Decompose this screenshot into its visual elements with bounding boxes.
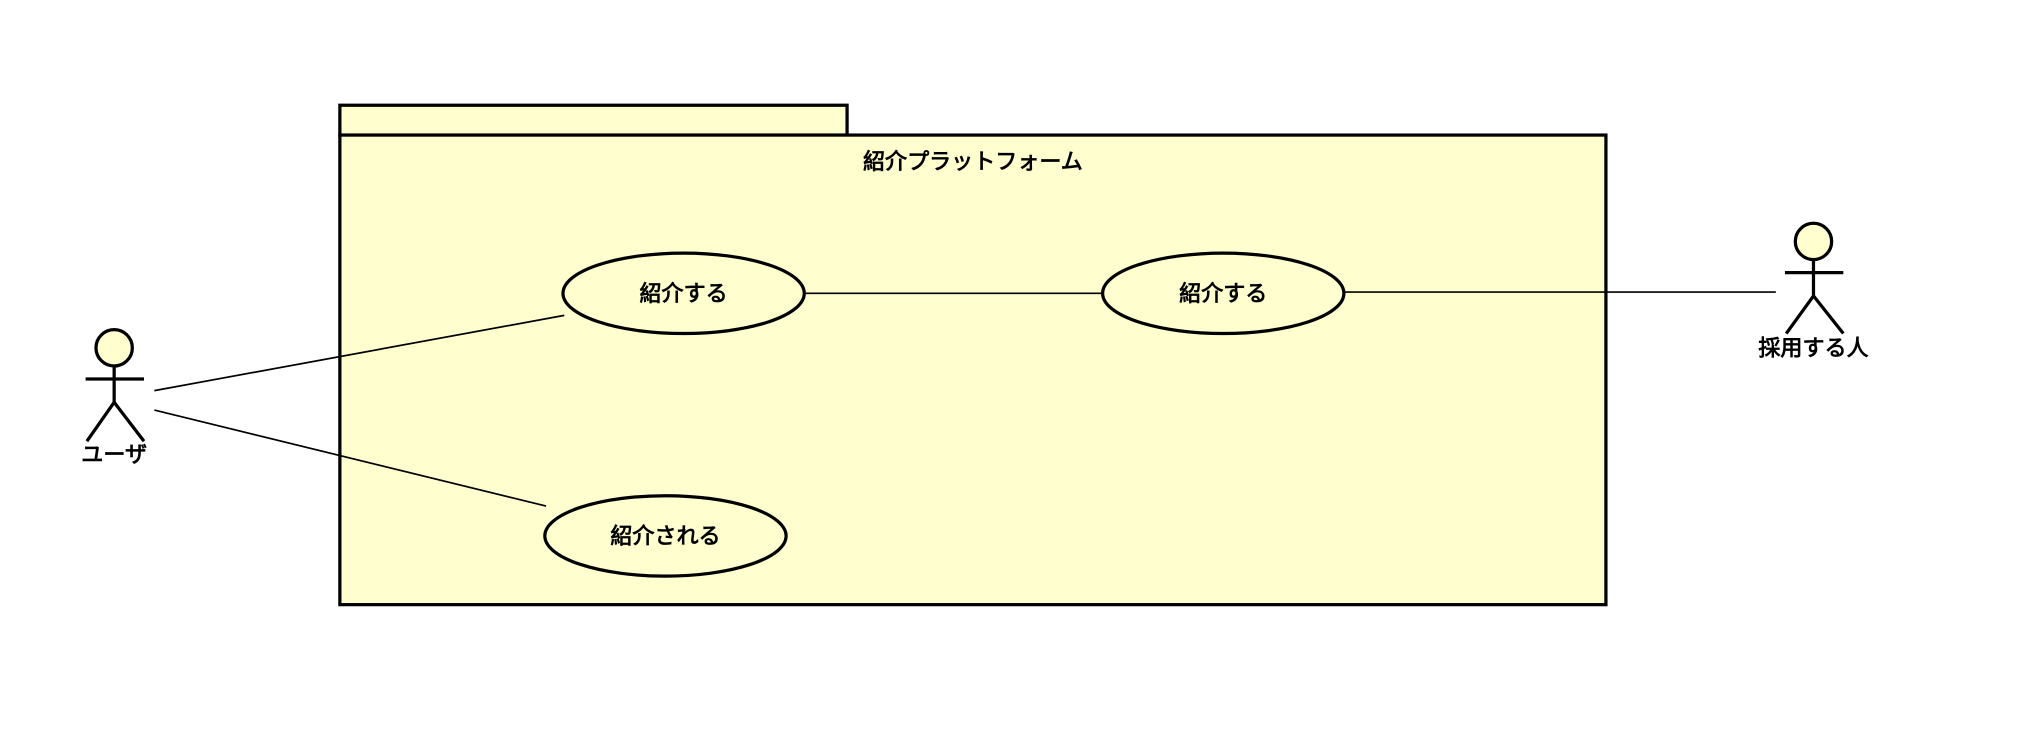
use-case-label: 紹介する xyxy=(640,281,728,307)
package-title: 紹介プラットフォーム xyxy=(863,149,1083,175)
use-case-introduced[interactable]: 紹介される xyxy=(543,494,788,578)
package-system-boundary: 紹介プラットフォーム xyxy=(338,103,1608,607)
use-case-introduce-2[interactable]: 紹介する xyxy=(1100,251,1346,336)
association-user-introduce xyxy=(154,314,565,392)
use-case-label: 紹介する xyxy=(1179,281,1267,307)
actor-head-icon xyxy=(94,328,134,368)
actor-head-icon xyxy=(1793,221,1834,262)
actor-user[interactable]: ユーザ xyxy=(81,328,147,468)
use-case-introduce-1[interactable]: 紹介する xyxy=(561,251,806,336)
associations xyxy=(154,291,1776,507)
package-body xyxy=(338,133,1608,607)
association-user-introduced xyxy=(154,409,547,507)
use-case-label: 紹介される xyxy=(610,524,720,550)
actor-recruiter[interactable]: 採用する人 xyxy=(1758,221,1870,362)
actor-label: 採用する人 xyxy=(1758,337,1869,362)
actor-label: ユーザ xyxy=(81,443,147,468)
package-tab xyxy=(338,103,849,137)
